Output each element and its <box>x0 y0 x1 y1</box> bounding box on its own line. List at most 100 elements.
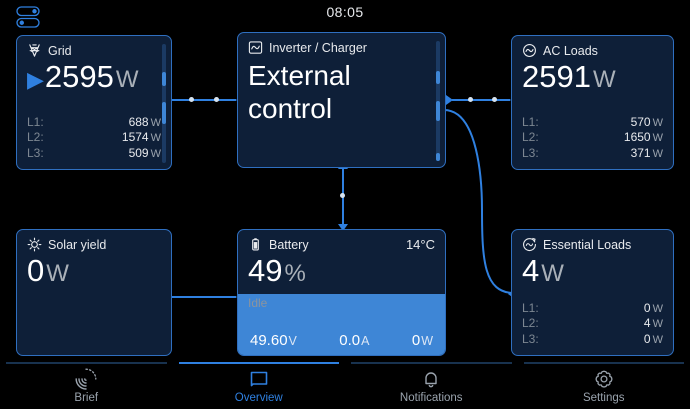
essential-l1-label: L1: <box>522 300 539 315</box>
inverter-panel-scrollbar[interactable] <box>436 41 440 161</box>
link-inverter-battery-cap-bottom <box>338 224 348 231</box>
solar-yield-number: 0 <box>27 253 45 288</box>
battery-power: 0W <box>411 332 433 349</box>
battery-soc-number: 49 <box>248 253 283 288</box>
link-solar-battery <box>172 296 236 298</box>
nav-label-overview: Overview <box>234 391 283 404</box>
grid-power-number: 2595 <box>44 59 114 94</box>
nav-item-notifications[interactable]: Notifications <box>345 362 518 409</box>
flow-dot <box>214 97 219 102</box>
panel-battery-header: Battery 14°C <box>238 230 445 252</box>
panel-grid-title: Grid <box>48 43 72 58</box>
essential-l3-label: L3: <box>522 331 539 346</box>
essential-loads-power-number: 4 <box>522 253 540 288</box>
battery-soc-value: 49 % <box>238 252 445 292</box>
flow-dot <box>340 193 345 198</box>
essential-l2-label: L2: <box>522 316 539 330</box>
inverter-state-line1: External <box>248 60 351 91</box>
two-toggle-switches-icon[interactable] <box>16 6 48 28</box>
grid-power-value: ▶ 2595 W <box>17 58 171 98</box>
ac-loads-power-unit: W <box>592 66 616 93</box>
battery-soc-unit: % <box>284 260 306 287</box>
nav-indicator <box>523 362 684 364</box>
inverter-state-line2: control <box>248 93 333 124</box>
battery-icon <box>252 238 259 251</box>
flow-dot <box>492 97 497 102</box>
grid-power-unit: W <box>115 66 139 93</box>
flow-dot <box>468 97 473 102</box>
panel-battery-title: Battery <box>269 237 309 252</box>
nav-indicator-active <box>178 362 339 364</box>
sun-icon <box>27 237 42 252</box>
nav-indicator <box>351 362 512 364</box>
battery-voltage: 49.60V <box>250 332 297 349</box>
ac-loads-power-value: 2591 W <box>512 58 673 98</box>
panel-battery[interactable]: Battery 14°C 49 % Idle 49.60V 0.0A 0W <box>237 229 446 356</box>
panel-solar-yield[interactable]: Solar yield 0 W <box>16 229 172 356</box>
acloads-l1-label: L1: <box>522 114 539 129</box>
grid-panel-scrollbar[interactable] <box>162 44 166 163</box>
nav-label-brief: Brief <box>74 391 99 404</box>
solar-yield-value: 0 W <box>17 252 171 292</box>
panel-inverter-header: Inverter / Charger <box>238 33 445 55</box>
link-grid-inverter <box>172 99 236 101</box>
battery-state: Idle <box>248 296 268 310</box>
panel-ac-loads-header: AC Loads <box>512 36 673 58</box>
grid-pylon-icon <box>29 44 40 57</box>
grid-l3-label: L3: <box>27 145 44 160</box>
link-inverter-acloads <box>452 99 510 101</box>
essential-loads-power-unit: W <box>541 260 564 287</box>
grid-direction-arrow: ▶ <box>27 67 44 92</box>
nav-item-settings[interactable]: Settings <box>518 362 690 409</box>
grid-l2-label: L2: <box>27 130 44 144</box>
panel-solar-header: Solar yield <box>17 230 171 252</box>
panel-ac-loads-title: AC Loads <box>543 43 598 58</box>
acloads-l3-label: L3: <box>522 145 539 160</box>
link-inverter-acloads-cap-left <box>446 95 453 105</box>
panel-grid-header: Grid <box>17 36 171 58</box>
inverter-icon <box>248 41 263 54</box>
status-bar: 08:05 <box>0 0 690 30</box>
ac-loads-power-number: 2591 <box>522 59 591 94</box>
nav-label-notifications: Notifications <box>399 391 463 404</box>
ac-waveform-icon <box>523 44 536 57</box>
panel-solar-title: Solar yield <box>48 237 107 252</box>
link-inverter-essentialloads <box>443 109 515 294</box>
nav-item-overview[interactable]: Overview <box>173 362 346 409</box>
battery-temperature: 14°C <box>405 237 435 252</box>
clock: 08:05 <box>326 4 364 20</box>
panel-inverter-charger[interactable]: Inverter / Charger External control <box>237 32 446 168</box>
nav-indicator <box>6 362 167 364</box>
nav-item-brief[interactable]: Brief <box>0 362 173 409</box>
overview-square-icon <box>250 371 268 386</box>
essential-loads-power-value: 4 W <box>512 252 673 292</box>
essential-loads-icon <box>523 237 536 252</box>
nav-label-settings: Settings <box>582 391 625 404</box>
acloads-l2-label: L2: <box>522 130 539 144</box>
grid-l1-label: L1: <box>27 114 44 129</box>
panel-essential-loads-title: Essential Loads <box>543 237 632 252</box>
